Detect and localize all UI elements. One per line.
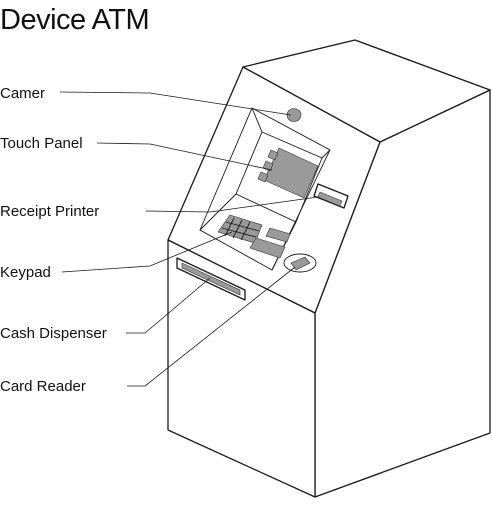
leader-receipt-printer [145,196,319,213]
atm-machine [167,39,491,498]
leader-lines [59,91,319,387]
keypad-function-keys [249,237,286,259]
atm-lower-front [167,239,316,498]
recess-edge [199,193,237,231]
leader-keypad [61,231,233,273]
leader-touch-panel [96,142,273,171]
recess-edge [251,107,263,133]
leader-card-reader [127,266,296,387]
keypad-function-keys [265,227,291,243]
recess-edge [321,149,331,159]
leader-camera [59,91,292,116]
diagram-title: Device ATM [0,4,149,36]
cash-dispenser-slot [176,257,246,301]
touch-panel-button [257,171,269,183]
touch-panel-button [267,149,279,161]
label-cash-dispenser: Cash Dispenser [0,325,107,342]
label-receipt-printer: Receipt Printer [0,203,99,220]
label-camera: Camer [0,85,45,102]
receipt-slot [317,191,343,207]
label-card-reader: Card Reader [0,378,86,395]
recess-edge [271,221,297,271]
label-keypad: Keypad [0,264,51,281]
keypad [217,214,291,259]
leader-cash-dispenser [126,277,211,334]
label-touch-panel: Touch Panel [0,135,83,152]
camera-lens [286,108,302,122]
